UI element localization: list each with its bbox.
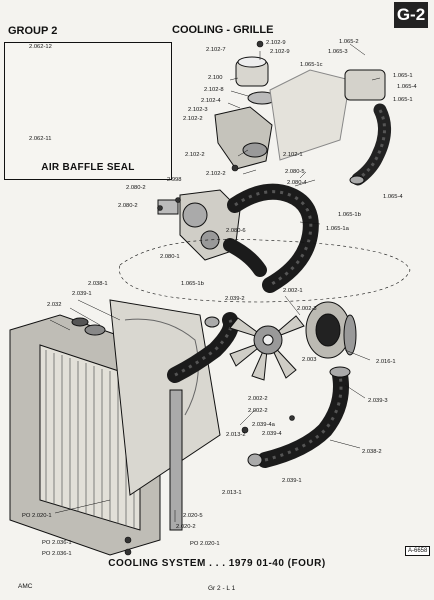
part-label: PO 2.020-1 [22, 513, 52, 519]
part-label: 2.102-4 [201, 98, 221, 104]
part-label: 2.080-5 [285, 169, 305, 175]
part-label: 2.102-8 [204, 87, 224, 93]
footer-page-number: Gr 2 - L 1 [208, 585, 236, 592]
part-label: 2.080-1 [160, 254, 180, 260]
dashed-guide-loop [119, 238, 411, 303]
part-label: 2.039-2 [225, 296, 245, 302]
part-label: 2.102-3 [188, 107, 208, 113]
part-label: 2.039-1 [282, 478, 302, 484]
part-label: 1.065-2 [339, 39, 359, 45]
part-label: 2.102-7 [206, 47, 226, 53]
part-label: 2.038-2 [362, 449, 382, 455]
part-label: 1.065-1c [300, 62, 323, 68]
part-label: 1.065-1b [338, 212, 361, 218]
part-label: 2.102-2 [185, 152, 205, 158]
part-label: 2.039-1 [72, 291, 92, 297]
air-baffle-seal-inset: 2.062-12 2.062-11 AIR BAFFLE SEAL [4, 42, 172, 180]
part-label: 2.013-1 [222, 490, 242, 496]
part-label: 2.039-3 [368, 398, 388, 404]
part-label: PO 2.036-1 [42, 551, 72, 557]
part-label: 2.013-2 [226, 432, 246, 438]
part-label: 2.039-4a [252, 422, 275, 428]
part-label: 2.020-5 [183, 513, 203, 519]
part-label: 2.039-4 [262, 431, 282, 437]
footer-brand: AMC [18, 583, 33, 590]
part-label: 1.065-1 [393, 97, 413, 103]
part-label: 2.020-2 [176, 524, 196, 530]
part-label: 2.002-2 [248, 408, 268, 414]
part-label: 2.100 [208, 75, 223, 81]
page-title: COOLING - GRILLE [172, 24, 274, 36]
part-label: 2.998 [167, 177, 182, 183]
part-label: 2.002-3 [297, 306, 317, 312]
lower-hose-drawing [223, 183, 319, 293]
part-label: 2.102-1 [283, 152, 303, 158]
group-label: GROUP 2 [8, 25, 58, 37]
part-label: 2.032 [47, 302, 62, 308]
part-label: 1.065-3 [328, 49, 348, 55]
part-label: 2.102-2 [183, 116, 203, 122]
figure-reference: A-6658 [405, 546, 431, 556]
leader-lines [49, 43, 381, 522]
part-label: 2.038-1 [88, 281, 108, 287]
part-label: 1.065-1b [181, 281, 204, 287]
part-label: 2.003 [302, 357, 317, 363]
fan-blade-drawing [229, 315, 305, 381]
part-label: 2.080-2 [118, 203, 138, 209]
radiator-lower-hose-drawing [247, 366, 351, 468]
part-label: 2.102-9 [266, 40, 286, 46]
part-label: 1.065-1a [326, 226, 349, 232]
thermostat-housing-drawing [214, 56, 351, 170]
part-label: PO 2.036-1 [42, 540, 72, 546]
upper-bypass-hose-drawing [344, 69, 391, 186]
part-label: PO 2.020-1 [190, 541, 220, 547]
fan-pulley-drawing [305, 301, 357, 359]
part-label: 2.080-4 [287, 180, 307, 186]
part-label: 2.102-9 [270, 49, 290, 55]
part-label: 2.080-6 [226, 228, 246, 234]
part-label: 2.080-2 [126, 185, 146, 191]
part-label: 2.016-1 [376, 359, 396, 365]
fan-shroud-drawing [109, 299, 221, 531]
part-label: 1.065-4 [397, 84, 417, 90]
part-label: 1.065-4 [383, 194, 403, 200]
inset-part-label: 2.062-11 [29, 136, 52, 142]
fasteners-drawing [124, 40, 295, 556]
part-label: 1.065-1 [393, 73, 413, 79]
inset-title: AIR BAFFLE SEAL [41, 162, 135, 173]
part-label: 2.102-2 [206, 171, 226, 177]
figure-caption: COOLING SYSTEM . . . 1979 01-40 (FOUR) [108, 558, 326, 569]
part-label: 2.002-2 [248, 396, 268, 402]
inset-part-label: 2.062-12 [29, 44, 52, 50]
page-tab: G-2 [394, 2, 428, 28]
part-label: 2.002-1 [283, 288, 303, 294]
